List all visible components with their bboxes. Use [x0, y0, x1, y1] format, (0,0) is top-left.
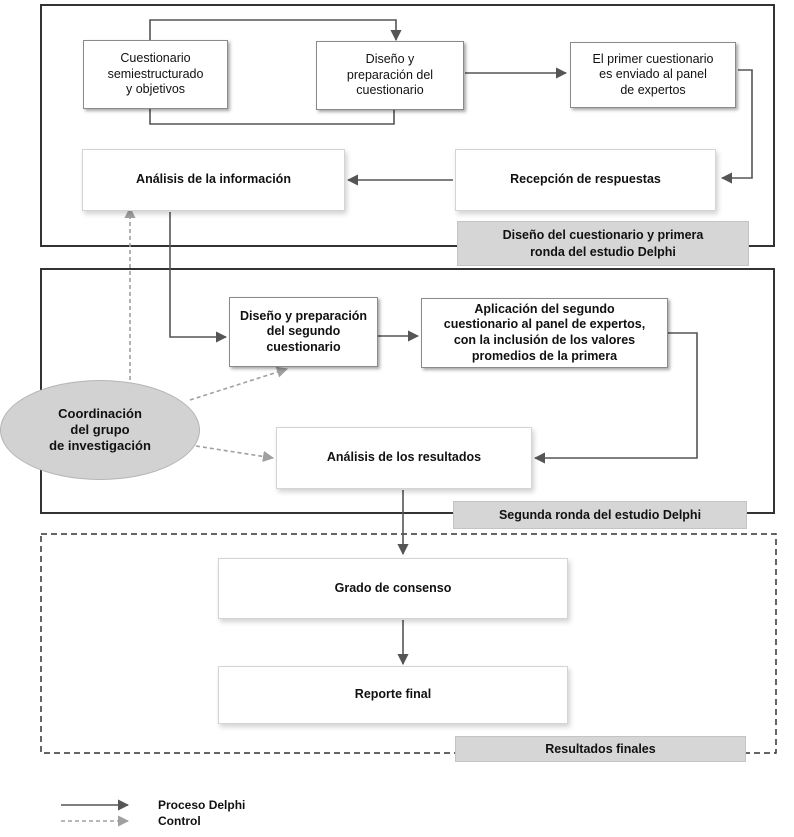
node-aplicacion-segundo: Aplicación del segundo cuestionario al p…: [421, 298, 668, 368]
loop-connector: [149, 19, 402, 42]
node-diseno: Diseño y preparación del cuestionario: [316, 41, 464, 110]
section-label-final: Resultados finales: [455, 736, 746, 762]
legend-label-process: Proceso Delphi: [158, 798, 246, 812]
section-label-round2: Segunda ronda del estudio Delphi: [453, 501, 747, 529]
legend-label-control: Control: [158, 814, 201, 828]
control-arrow-to-analisis-res: [195, 445, 275, 462]
section-frame-final: [40, 533, 777, 754]
node-recepcion: Recepción de respuestas: [455, 149, 716, 211]
loop-connector-bottom: [149, 108, 395, 125]
node-cuestionario: Cuestionario semiestructurado y objetivo…: [83, 40, 228, 109]
node-reporte-final: Reporte final: [218, 666, 568, 724]
section-frame-round1: [40, 4, 775, 247]
node-diseno-segundo: Diseño y preparación del segundo cuestio…: [229, 297, 378, 367]
arrow-aplicacion2-to-analisis-res: [533, 332, 698, 464]
node-analisis-informacion: Análisis de la información: [82, 149, 345, 211]
coordinacion-ellipse: Coordinación del grupo de investigación: [0, 380, 200, 480]
node-analisis-resultados: Análisis de los resultados: [276, 427, 532, 489]
node-envio: El primer cuestionario es enviado al pan…: [570, 42, 736, 108]
control-arrow-to-diseno2: [189, 366, 289, 401]
arrow-envio-to-recepcion: [720, 69, 753, 184]
node-grado-consenso: Grado de consenso: [218, 558, 568, 619]
section-label-round1: Diseño del cuestionario y primera ronda …: [457, 221, 749, 266]
arrow-analisis-to-diseno2: [169, 212, 228, 343]
